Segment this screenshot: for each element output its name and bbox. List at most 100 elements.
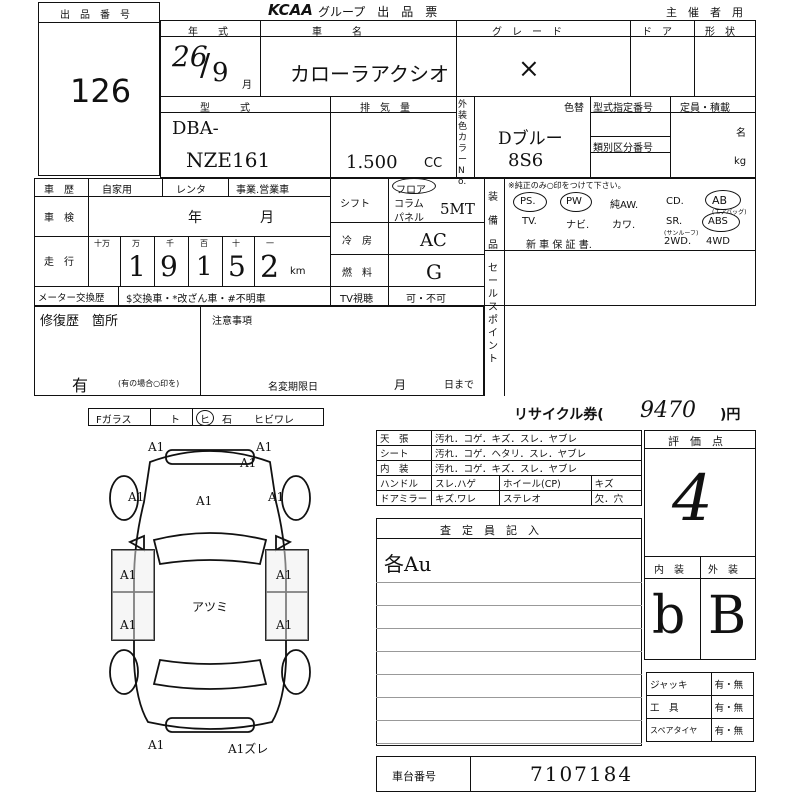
equip-4wd[interactable]: 4WD (706, 236, 730, 247)
cond-value-mirror[interactable]: キズ.ワレ (431, 490, 500, 506)
repair-value: 有 (72, 376, 89, 395)
acc-value-spare[interactable]: 有・無 (710, 718, 755, 742)
damage-mark-2: A1 (256, 440, 273, 454)
damage-mark-7: A1 (276, 568, 293, 582)
model-label: 型 式 (200, 103, 250, 114)
equip-leather[interactable]: カワ. (612, 220, 636, 231)
mileage-digit-2: 9 (160, 250, 178, 283)
cond-value-wheel[interactable]: キズ (590, 475, 643, 491)
name-change-label: 名変期限日 (268, 382, 318, 393)
recycle-suffix: )円 (720, 407, 741, 423)
damage-mark-4: A1 (268, 490, 285, 504)
history-rental[interactable]: レンタ (176, 185, 206, 196)
accessories-table: ジャッキ有・無 工 具有・無 スペアタイヤ有・無 (646, 672, 755, 742)
tv-options[interactable]: 可・不可 (406, 294, 446, 305)
sheet-title: グループ 出 品 票 (318, 5, 438, 19)
equipment-note: ※純正のみ○印をつけて下さい。 (508, 181, 626, 190)
rating-interior-label: 内 装 (654, 565, 684, 576)
rating-label: 評 価 点 (668, 435, 723, 448)
month-value: 9 (212, 58, 229, 88)
chassis-label: 車台番号 (392, 770, 436, 783)
damage-mark-9: A1 (276, 618, 293, 632)
mileage-unit: km (290, 266, 306, 277)
exterior-color-label: 外装色カラーNo. (458, 100, 468, 187)
year-value: 26 (172, 40, 208, 73)
mileage-digit-1: 1 (128, 250, 146, 283)
shift-column[interactable]: コラム (394, 199, 424, 210)
glass-label: Fガラス (96, 415, 132, 426)
history-private[interactable]: 自家用 (102, 185, 132, 196)
top-info-grid (160, 20, 756, 178)
damage-mark-8: A1 (120, 618, 137, 632)
tv-label: TV視聴 (340, 294, 373, 305)
class-number-label: 類別区分番号 (593, 143, 653, 154)
displacement-unit: CC (424, 156, 443, 171)
glass-hi-circle (196, 410, 214, 426)
recycle-value: 9470 (640, 398, 696, 423)
car-name-value: カローラアクシオ (290, 62, 449, 86)
mileage-label: 走 行 (44, 257, 74, 268)
cond-label-handle: ハンドル (376, 475, 432, 491)
digit-label-10: 十 (232, 239, 240, 248)
cond-value-stereo[interactable]: 欠．穴 (590, 490, 643, 506)
table-row: 内 装汚れ．コゲ．キズ．スレ．ヤブレ (376, 460, 642, 476)
equip-abs-circle (702, 212, 740, 232)
history-business[interactable]: 事業.営業車 (236, 185, 290, 196)
mileage-digit-4: 5 (228, 250, 246, 283)
damage-mark-13: アツミ (192, 600, 229, 614)
inspection-month-unit: 月 (260, 210, 274, 226)
mid-info-grid (34, 178, 756, 306)
meter-label: メーター交換歴 (38, 293, 105, 304)
model-value: NZE161 (186, 148, 271, 172)
model-prefix: DBA- (172, 118, 219, 139)
cond-label-mirror: ドアミラー (376, 490, 432, 506)
meter-options[interactable]: $交換車・*改ざん車・#不明車 (126, 294, 266, 305)
equipment-label: 装備品 (488, 192, 498, 251)
mileage-digit-5: 2 (260, 250, 280, 285)
inspector-lines (376, 560, 642, 746)
equip-pw-circle (560, 192, 592, 212)
fuel-value: G (426, 260, 442, 284)
equip-sr[interactable]: SR. (666, 216, 683, 227)
car-name-label: 車 名 (312, 27, 362, 38)
color-code-value: 8S6 (508, 150, 544, 171)
shape-label: 形 状 (705, 27, 735, 38)
damage-mark-3: A1 (128, 490, 145, 504)
digit-label-10k: 万 (132, 239, 140, 248)
damage-mark-11: A1 (148, 738, 165, 752)
shift-value: 5MT (440, 200, 475, 218)
equip-2wd[interactable]: 2WD. (664, 236, 692, 247)
acc-value-tools[interactable]: 有・無 (710, 695, 755, 719)
glass-opt-stone[interactable]: 石 (222, 415, 232, 426)
grade-value: × (518, 54, 540, 84)
cond-value-interior[interactable]: 汚れ．コゲ．キズ．スレ．ヤブレ (431, 460, 642, 476)
table-row: ジャッキ有・無 (646, 672, 755, 696)
rating-exterior-value: B (708, 586, 747, 646)
mileage-digit-3: 1 (196, 252, 213, 282)
capacity-label: 定員・積載 (680, 103, 730, 114)
glass-opt-crack[interactable]: ヒビワレ (254, 415, 294, 426)
digit-label-1: 一 (266, 239, 274, 248)
interior-condition-table: 天 張汚れ．コゲ．キズ．スレ．ヤブレ シート汚れ．コゲ．ヘタリ．スレ．ヤブレ 内… (376, 430, 643, 506)
displacement-label: 排 気 量 (360, 103, 410, 114)
exterior-color-value: Dブルー (498, 129, 563, 149)
table-row: 天 張汚れ．コゲ．キズ．スレ．ヤブレ (376, 430, 642, 446)
sales-point-label: セールスポイント (488, 263, 498, 365)
equip-warranty[interactable]: 新 車 保 証 書. (526, 240, 592, 251)
glass-opt-to[interactable]: ト (170, 415, 180, 426)
cond-value-seat[interactable]: 汚れ．コゲ．ヘタリ．スレ．ヤブレ (431, 445, 642, 461)
equip-cd[interactable]: CD. (666, 196, 684, 207)
name-change-day: 日まで (444, 380, 474, 391)
cond-value-ceiling[interactable]: 汚れ．コゲ．キズ．スレ．ヤブレ (431, 430, 642, 446)
equip-navi[interactable]: ナビ. (566, 220, 590, 231)
equip-aw[interactable]: 純AW. (610, 200, 639, 211)
table-row: シート汚れ．コゲ．ヘタリ．スレ．ヤブレ (376, 445, 642, 461)
name-change-month: 月 (394, 378, 407, 392)
table-row: ハンドルスレ.ハゲホイール(CP)キズ (376, 475, 643, 491)
shift-panel[interactable]: パネル (394, 213, 424, 224)
rating-value: 4 (672, 462, 713, 536)
acc-value-jack[interactable]: 有・無 (710, 672, 755, 696)
equip-ps-circle (513, 192, 547, 212)
cond-value-handle[interactable]: スレ.ハゲ (431, 475, 500, 491)
equip-tv[interactable]: TV. (522, 216, 537, 227)
